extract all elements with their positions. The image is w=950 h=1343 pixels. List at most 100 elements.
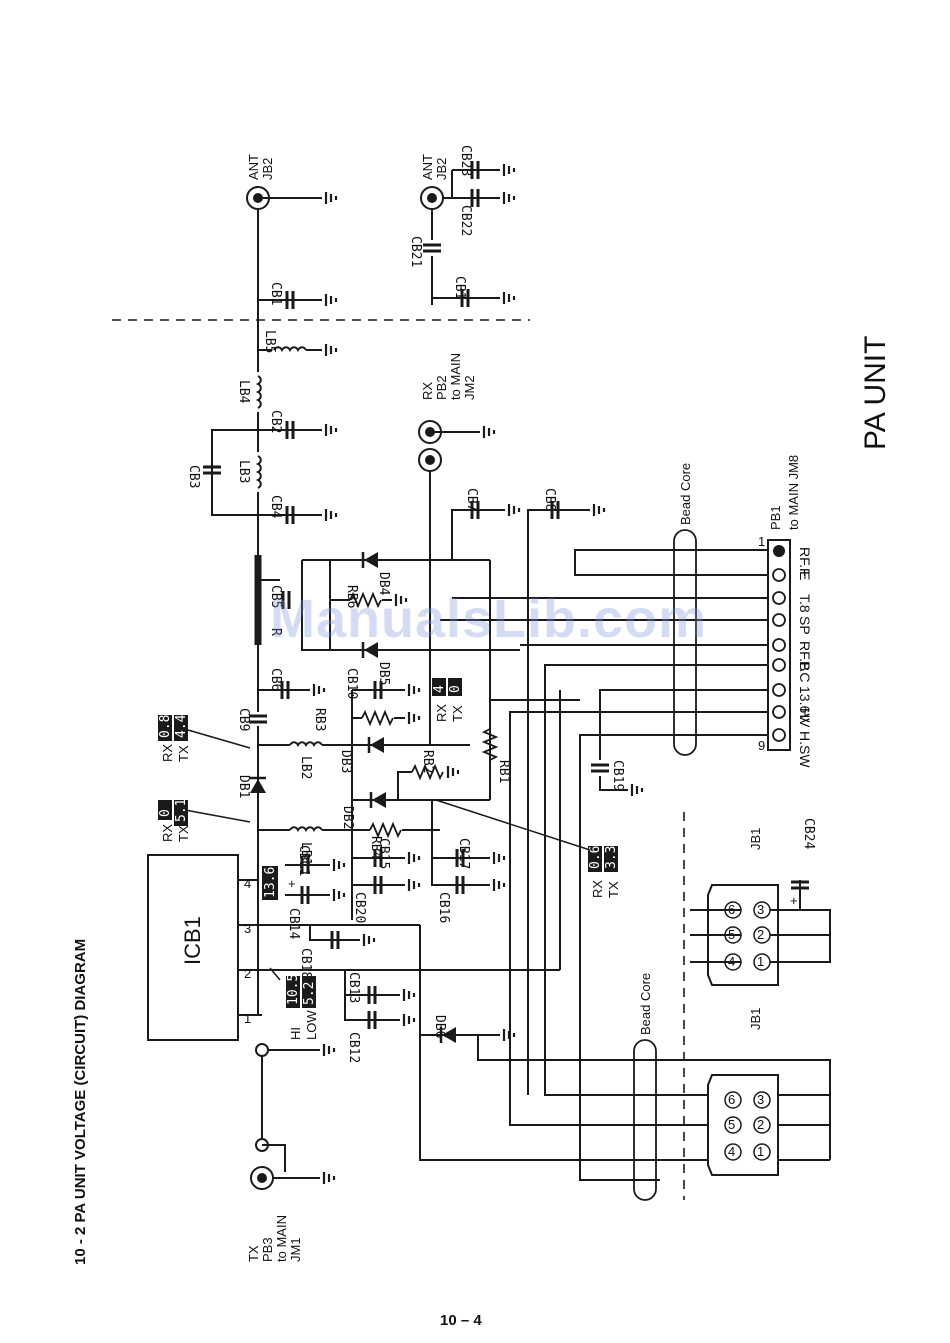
cb7-label: CB7 — [464, 488, 479, 511]
unit-title: PA UNIT — [859, 336, 892, 450]
cb3-label: CB3 — [186, 465, 201, 488]
cb24-plus: + — [790, 893, 798, 908]
pb1-pin-circle — [772, 683, 786, 697]
pb1-pin-label: 13.6V — [797, 686, 813, 723]
tx-port-pb3: PB3 — [260, 1237, 275, 1262]
cb12-label: CB12 — [346, 1032, 361, 1063]
icb1-pin4: 4 — [244, 876, 251, 891]
cb17-label: CB17 — [456, 838, 471, 869]
watermark: ManualsLib.com — [270, 589, 708, 649]
cb18-label: CB18 — [298, 948, 313, 979]
rb3-resistor — [361, 711, 394, 725]
pb1-pin-circle — [772, 591, 786, 605]
pb1-pin-circle — [772, 728, 786, 742]
icb1-pin3: 3 — [244, 921, 251, 936]
page-number: 10 – 4 — [440, 1312, 482, 1329]
bead-core-upper — [673, 529, 697, 756]
icb1-label: ICB1 — [180, 916, 205, 965]
svg-text:0.6: 0.6 — [588, 846, 603, 869]
svg-text:RX: RX — [160, 744, 175, 762]
cb20-label: CB20 — [352, 892, 367, 923]
tx-port-to-main: to MAIN — [274, 1215, 289, 1262]
lb4-label: LB4 — [236, 380, 251, 404]
svg-text:RX: RX — [160, 824, 175, 842]
rx-jack-icon — [418, 448, 442, 472]
cb22-label: CB22 — [458, 205, 473, 236]
pb1-pin-label: H.SW — [797, 731, 813, 768]
db2-diode — [369, 790, 388, 810]
svg-text:4: 4 — [432, 685, 447, 693]
jb1-upper-pin2: 2 — [757, 927, 764, 942]
rx-port-jm2: JM2 — [462, 375, 477, 400]
svg-text:TX: TX — [176, 745, 191, 762]
pb1-label: PB1 — [768, 505, 783, 530]
pb1-pin-label: RF.F — [797, 547, 813, 577]
voltage-db1: RX 0 TX 5.1 — [158, 799, 251, 842]
svg-text:HI: HI — [288, 1027, 303, 1040]
jb1-lower-label: JB1 — [748, 1008, 763, 1030]
ant-right-jb2: JB2 — [434, 158, 449, 180]
svg-text:5.1: 5.1 — [174, 799, 189, 822]
pb1-pin-label: P.C — [797, 661, 813, 683]
rb3-label: RB3 — [312, 708, 327, 731]
lb5-label: LB5 — [262, 330, 277, 353]
lb2-label: LB2 — [298, 756, 313, 779]
pb1-pin-1: 1 — [758, 534, 765, 549]
cb14-plus: + — [288, 876, 296, 891]
svg-text:3.3: 3.3 — [604, 846, 619, 869]
bead-core-lower-label: Bead Core — [638, 973, 653, 1035]
lb1-inductor — [289, 826, 323, 831]
jb1-upper-label: JB1 — [748, 828, 763, 850]
rb4-resistor — [369, 823, 402, 837]
pb1-pin-label: SP — [797, 616, 813, 635]
svg-text:TX: TX — [450, 705, 465, 722]
icb1-pin2: 2 — [244, 966, 251, 981]
jb1-lower-pin1: 1 — [757, 1144, 764, 1159]
pb1-pin-9: 9 — [758, 738, 765, 753]
db4-label: DB4 — [376, 572, 391, 596]
db3-label: DB3 — [338, 750, 353, 773]
db5-label: DB5 — [376, 662, 391, 685]
voltage-pin4: 13.6 — [262, 866, 278, 900]
jb1-upper-pin3: 3 — [757, 902, 764, 917]
jb1-lower-connector — [707, 1074, 779, 1176]
jb1-lower-pin6: 6 — [728, 1092, 735, 1107]
ant-right-jack-icon — [420, 186, 444, 210]
cb2-label: CB2 — [268, 410, 283, 433]
cb9-label: CB9 — [236, 708, 251, 731]
cb24-label: CB24 — [801, 818, 816, 849]
ant-left-label: ANT — [246, 154, 261, 180]
jb1-lower-pin5: 5 — [728, 1117, 735, 1132]
tx-port-jm1: JM1 — [288, 1237, 303, 1262]
svg-text:TX: TX — [606, 881, 621, 898]
cb23-label: CB23 — [458, 145, 473, 176]
rb1-label: RB1 — [496, 760, 511, 783]
cb13-label: CB13 — [346, 972, 361, 1003]
cb15-label: CB15 — [376, 838, 391, 869]
svg-text:RX: RX — [590, 880, 605, 898]
pb1-to-main: to MAIN JM8 — [786, 455, 801, 530]
lb3-label: LB3 — [236, 460, 251, 483]
rb1-resistor — [483, 728, 497, 761]
voltage-pin2: HI 10.5 LOW 5.2 — [269, 967, 319, 1040]
ant-left-jb2: JB2 — [260, 158, 275, 180]
pb1-pin-circle — [772, 638, 786, 652]
db1-label: DB1 — [236, 775, 251, 798]
pb1-pin-circle — [772, 658, 786, 672]
svg-text:10.5: 10.5 — [286, 974, 301, 1005]
page-heading: 10 - 2 PA UNIT VOLTAGE (CIRCUIT) DIAGRAM — [72, 939, 89, 1265]
icb1-block — [147, 854, 239, 1041]
rb6-label: RB6 — [344, 585, 359, 608]
pb1-pin-circle — [772, 705, 786, 719]
db1-diode — [248, 776, 268, 795]
cb1-right-label: CB1 — [452, 276, 467, 299]
rb4-label: RB4 — [368, 836, 383, 860]
tx-port-label: TX — [246, 1245, 261, 1262]
cb19-capacitor — [589, 763, 611, 773]
cb10-label: CB10 — [344, 668, 359, 699]
svg-text:0.8: 0.8 — [158, 715, 173, 738]
cb1-label: CB1 — [268, 282, 283, 305]
jb1-lower-pin4: 4 — [728, 1144, 735, 1159]
voltage-cb9: RX 0.8 TX 4.4 — [158, 714, 251, 762]
cb21-label: CB21 — [408, 236, 423, 267]
